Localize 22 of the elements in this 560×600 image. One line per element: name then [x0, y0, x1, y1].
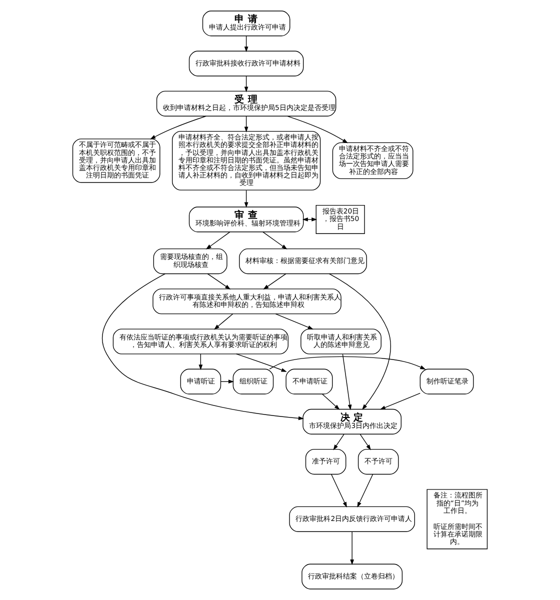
arrow	[244, 116, 248, 132]
arrow	[333, 434, 344, 450]
arrow	[331, 474, 347, 508]
arrow	[102, 273, 304, 420]
arrow	[342, 354, 352, 410]
arrow	[357, 474, 374, 508]
arrow	[220, 380, 234, 384]
arrow	[322, 394, 340, 410]
arrow	[206, 232, 230, 250]
arrow	[244, 36, 248, 52]
arrow	[263, 273, 286, 290]
arrow	[360, 434, 371, 450]
arrow	[214, 314, 234, 330]
arrow	[302, 218, 318, 222]
arrow	[350, 531, 354, 566]
arrow	[198, 354, 203, 370]
arrow	[269, 356, 426, 370]
arrow	[244, 190, 248, 208]
arrow	[207, 273, 231, 290]
arrow	[262, 232, 288, 250]
arrow	[244, 76, 248, 92]
arrow	[380, 392, 420, 410]
